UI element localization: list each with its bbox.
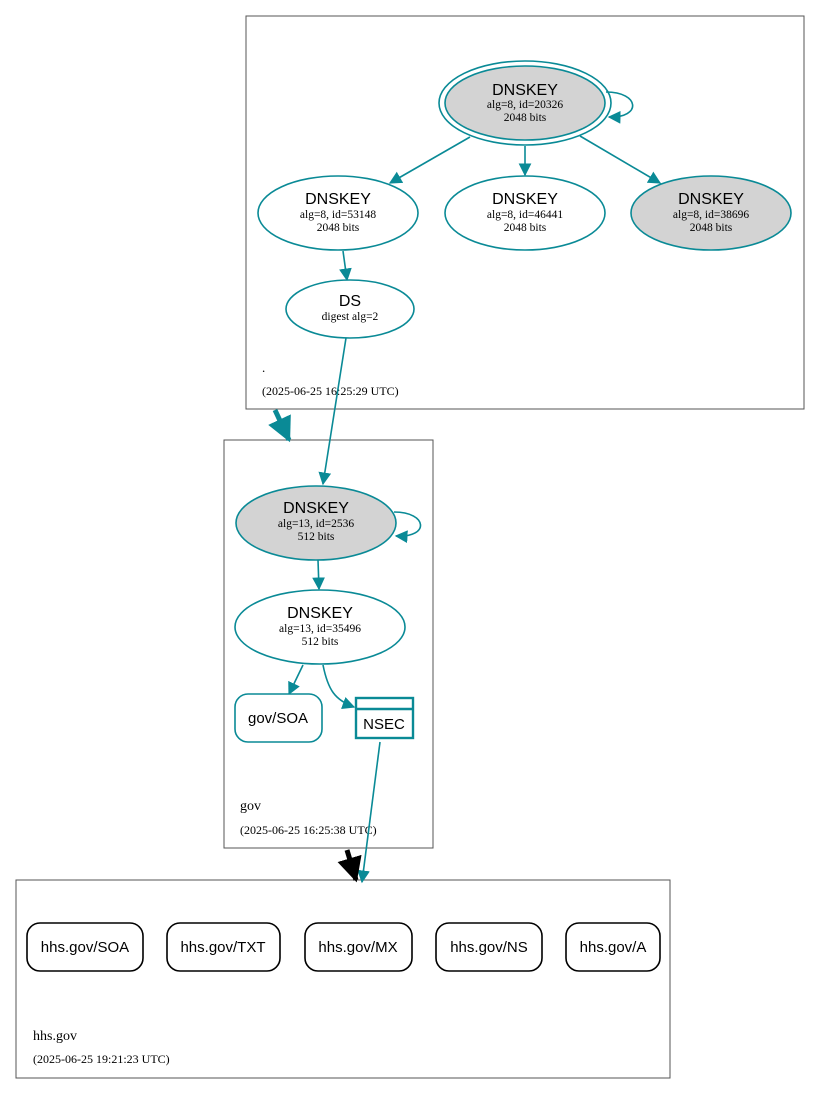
- edge-nsec-hhs: [357, 741, 381, 884]
- zone-root: . (2025-06-25 16:25:29 UTC): [245, 15, 805, 410]
- node-gov-soa: gov/SOA: [234, 693, 323, 743]
- node-gov-ksk-type: DNSKEY: [283, 500, 349, 517]
- record-label: hhs.gov/A: [580, 939, 647, 956]
- node-gov-ksk: DNSKEY alg=13, id=2536 512 bits: [235, 485, 397, 561]
- node-root-ds-line1: digest alg=2: [322, 311, 379, 323]
- edge-ds-gov-ksk: [318, 337, 347, 486]
- node-root-ksk: DNSKEY alg=8, id=20326 2048 bits: [438, 60, 612, 146]
- edge-root-zsk1-ds: [339, 250, 352, 282]
- zone-gov-border: [223, 439, 434, 849]
- node-gov-nsec-label: NSEC: [363, 716, 405, 733]
- node-root-ds: DS digest alg=2: [285, 279, 415, 339]
- zone-gov-timestamp: (2025-06-25 16:25:38 UTC): [240, 823, 377, 837]
- zone-root-border: [245, 15, 805, 410]
- record-label: hhs.gov/TXT: [180, 939, 265, 956]
- record-label: hhs.gov/NS: [450, 939, 528, 956]
- edge-delegation-gov-hhs: [337, 849, 362, 883]
- edge-gov-zsk-soa: [288, 664, 304, 696]
- node-root-zsk1-line2: 2048 bits: [317, 222, 360, 234]
- record-node: hhs.gov/MX: [304, 922, 413, 972]
- node-root-zsk1-line1: alg=8, id=53148: [300, 209, 376, 221]
- node-root-ksk-line1: alg=8, id=20326: [487, 99, 563, 111]
- record-node: hhs.gov/SOA: [26, 922, 144, 972]
- node-root-zsk2: DNSKEY alg=8, id=46441 2048 bits: [444, 175, 606, 251]
- zone-gov: gov (2025-06-25 16:25:38 UTC): [223, 439, 434, 849]
- zone-root-name: .: [262, 360, 265, 375]
- node-root-zsk3-line2: 2048 bits: [690, 222, 733, 234]
- node-root-zsk3-type: DNSKEY: [678, 191, 744, 208]
- record-label: hhs.gov/SOA: [41, 939, 129, 956]
- zone-root-timestamp: (2025-06-25 16:25:29 UTC): [262, 384, 399, 398]
- node-gov-soa-label: gov/SOA: [248, 710, 308, 727]
- node-root-zsk3-line1: alg=8, id=38696: [673, 209, 749, 221]
- node-root-zsk1: DNSKEY alg=8, id=53148 2048 bits: [257, 175, 419, 251]
- record-node: hhs.gov/NS: [435, 922, 543, 972]
- zone-hhs: hhs.gov (2025-06-25 19:21:23 UTC): [15, 879, 671, 1079]
- edge-root-ksk-zsk1: [388, 136, 471, 184]
- node-root-zsk2-line2: 2048 bits: [504, 222, 547, 234]
- node-gov-nsec: NSEC: [354, 696, 415, 740]
- node-root-ksk-type: DNSKEY: [492, 82, 558, 99]
- record-node: hhs.gov/TXT: [166, 922, 281, 972]
- edge-root-ksk-zsk3: [579, 135, 662, 184]
- zone-hhs-border: [15, 879, 671, 1079]
- node-root-ksk-line2: 2048 bits: [504, 112, 547, 124]
- node-gov-zsk-type: DNSKEY: [287, 605, 353, 622]
- edge-root-ksk-self: [605, 91, 634, 124]
- record-node: hhs.gov/A: [565, 922, 661, 972]
- record-label: hhs.gov/MX: [318, 939, 397, 956]
- node-root-ds-type: DS: [339, 293, 361, 310]
- zone-gov-name: gov: [240, 799, 261, 814]
- edge-gov-ksk-zsk: [312, 559, 325, 591]
- node-gov-zsk-line2: 512 bits: [302, 636, 339, 648]
- node-root-zsk2-type: DNSKEY: [492, 191, 558, 208]
- edge-gov-zsk-nsec: [322, 664, 356, 710]
- node-root-zsk2-line1: alg=8, id=46441: [487, 209, 563, 221]
- edge-gov-ksk-self: [393, 511, 422, 544]
- node-gov-ksk-line2: 512 bits: [298, 531, 335, 543]
- node-root-zsk3: DNSKEY alg=8, id=38696 2048 bits: [630, 175, 792, 251]
- zone-hhs-timestamp: (2025-06-25 19:21:23 UTC): [33, 1052, 170, 1066]
- node-gov-zsk: DNSKEY alg=13, id=35496 512 bits: [234, 589, 406, 665]
- edges: [268, 91, 662, 884]
- node-root-zsk1-type: DNSKEY: [305, 191, 371, 208]
- node-gov-ksk-line1: alg=13, id=2536: [278, 518, 354, 530]
- zone-hhs-name: hhs.gov: [33, 1029, 77, 1044]
- hhs-records: hhs.gov/SOA hhs.gov/TXT hhs.gov/MX hhs.g…: [26, 922, 661, 972]
- edge-delegation-root-gov: [268, 408, 292, 443]
- node-gov-zsk-line1: alg=13, id=35496: [279, 623, 361, 635]
